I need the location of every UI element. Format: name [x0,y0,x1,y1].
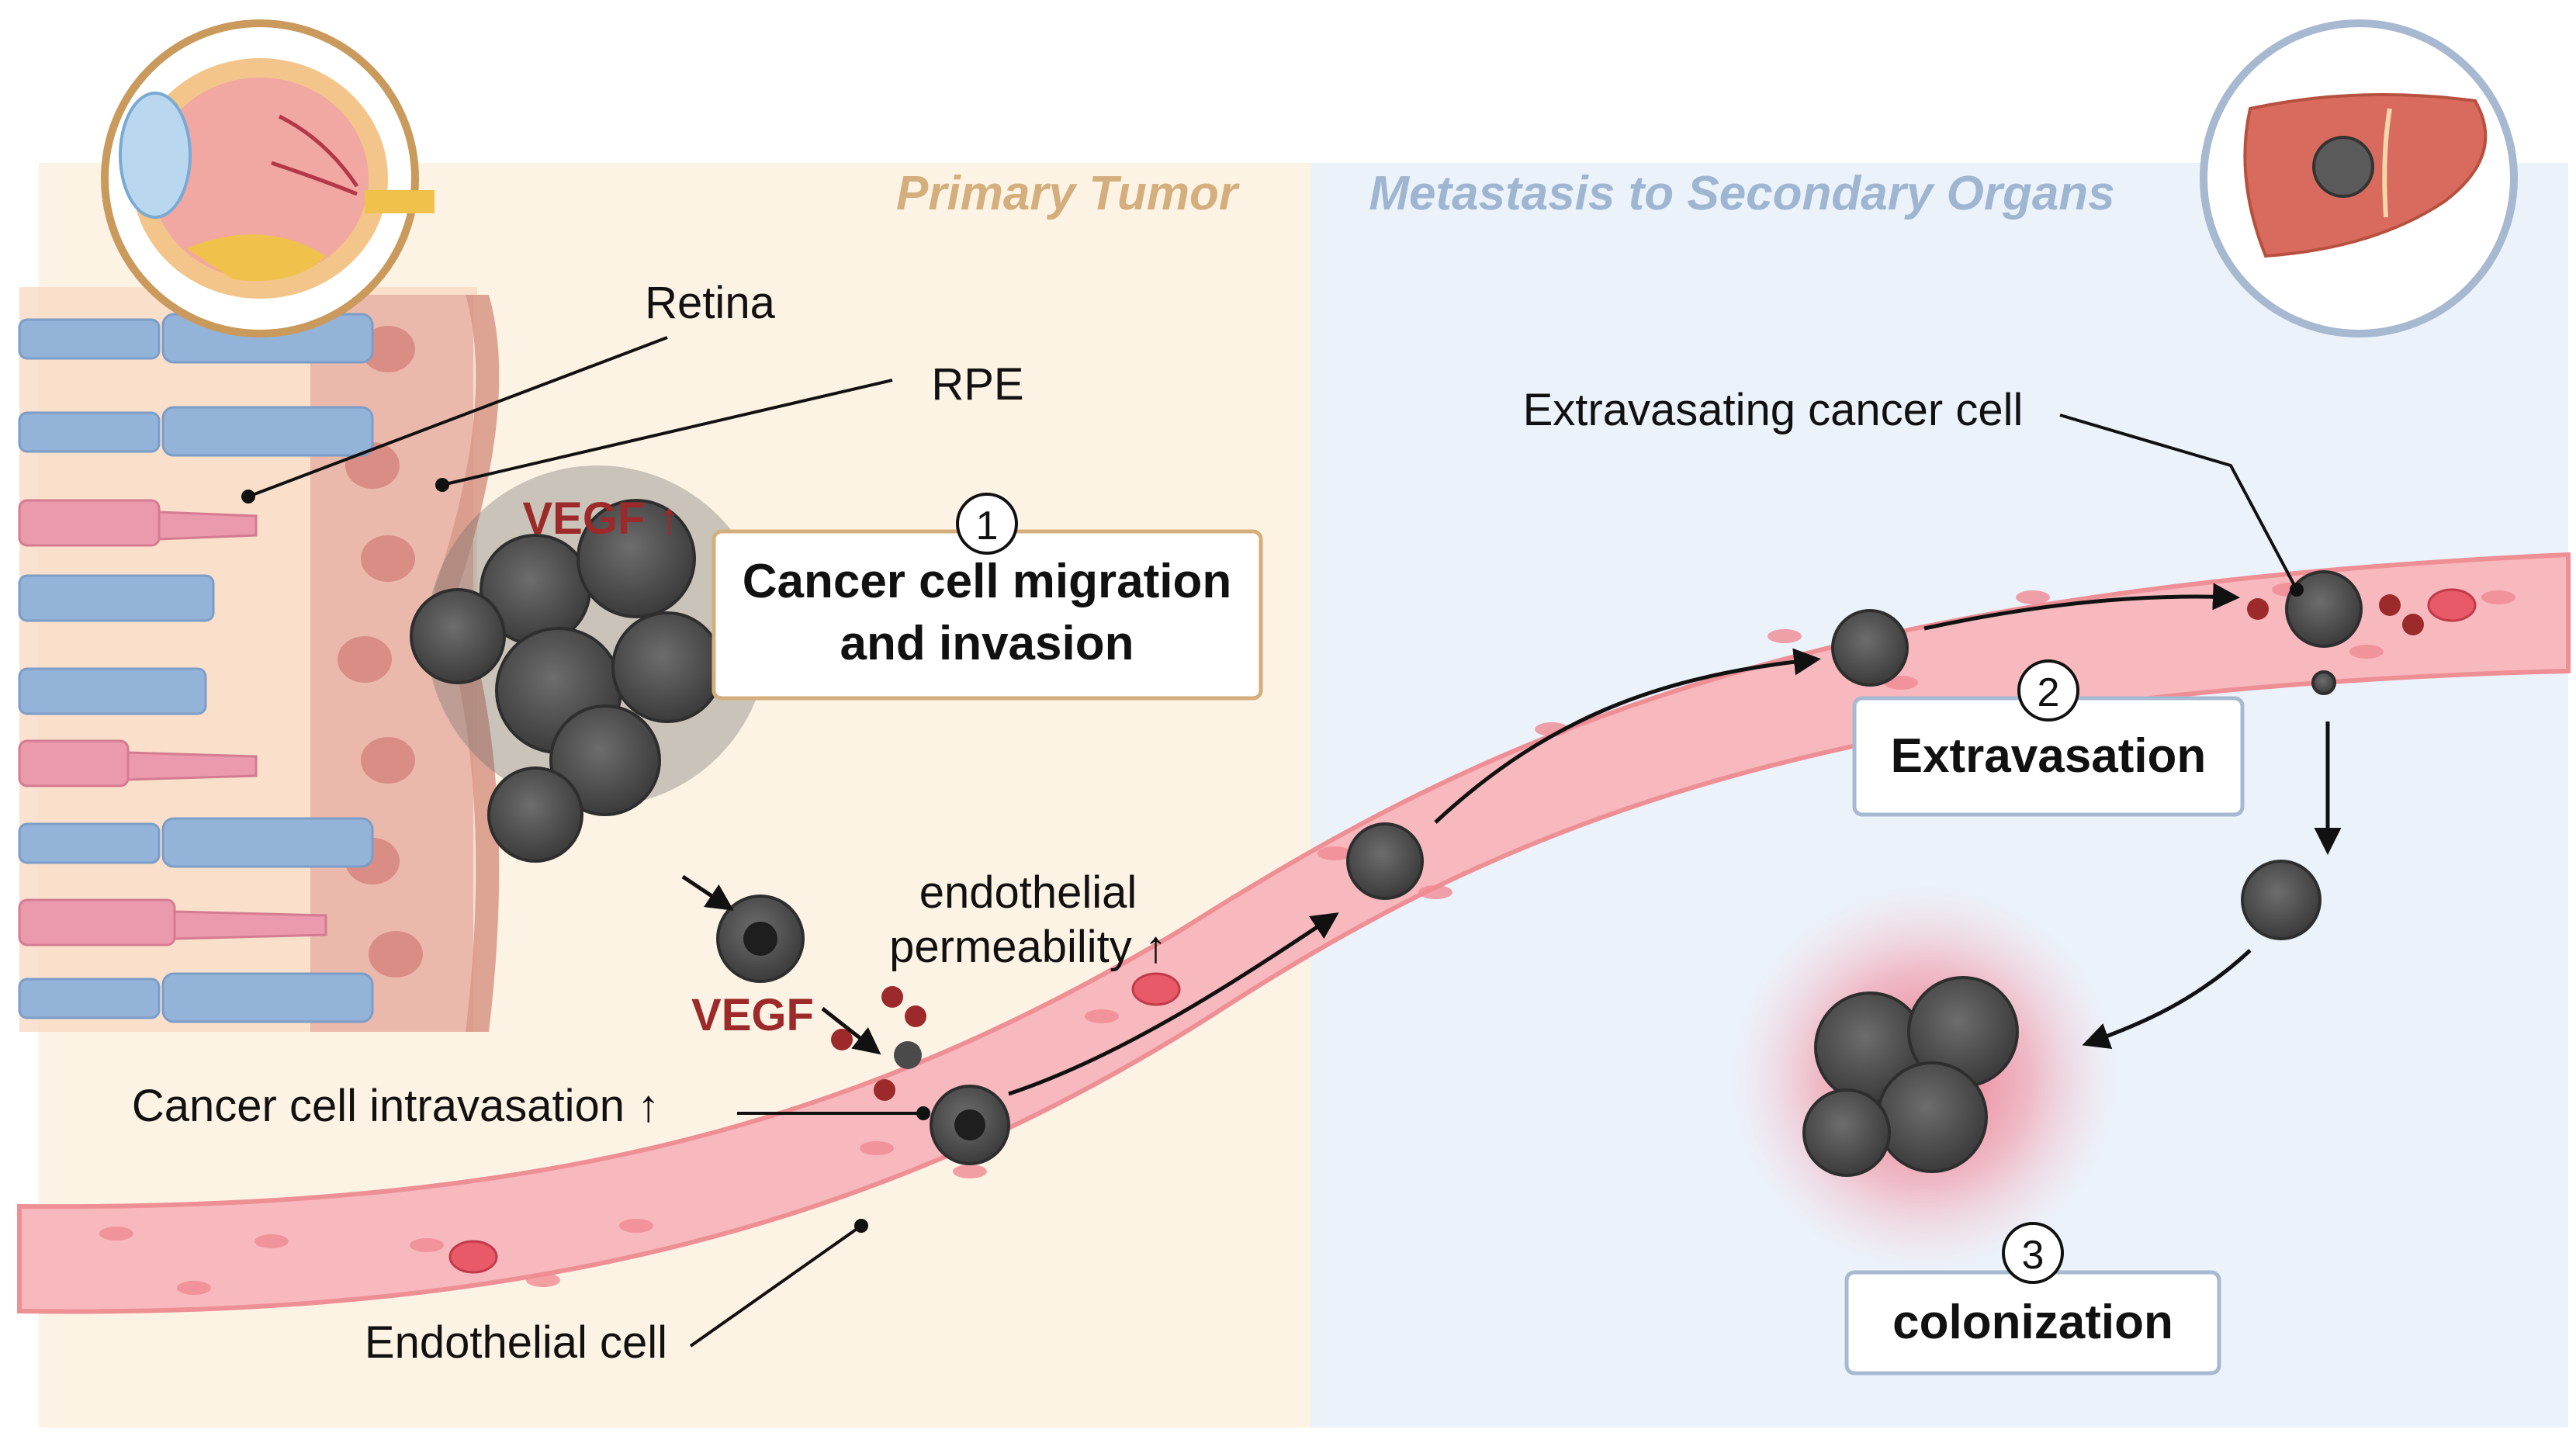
vegf-molecules [831,594,2424,1101]
step-2-number: 2 [2038,670,2060,715]
intravasating-cancer-cell [894,1041,1010,1165]
step-3-number: 3 [2022,1233,2045,1278]
step-1-callout: 1 Cancer cell migration and invasion [712,493,1263,701]
step-2-callout: 2 Extravasation [1852,659,2245,817]
leader-lines [248,336,2298,1348]
circulating-cancer-cells [1346,570,2363,940]
vegf-up-label: VEGF ↑ [522,493,680,544]
secondary-panel-title: Metastasis to Secondary Organs [1369,167,2114,220]
primary-tumor-mass [410,465,768,863]
photoreceptor-cones [18,499,327,946]
leader-dots [241,478,2304,1233]
step-1-title-line1: Cancer cell migration [743,555,1232,608]
liver-icon [2200,19,2518,337]
vegf-label: VEGF [691,990,814,1040]
step-2-title: Extravasation [1891,729,2207,783]
endothelial-cell-label: Endothelial cell [365,1317,667,1368]
rpe-label: RPE [931,359,1023,410]
primary-panel-title: Primary Tumor [896,167,1240,220]
migrating-cancer-cell [716,895,805,983]
retina-label: Retina [645,278,775,328]
step-3-callout: 3 colonization [1844,1222,2221,1376]
red-blood-cells [448,588,2477,1274]
flow-arrows [681,583,2342,1096]
retina-tissue [18,287,500,1032]
photoreceptor-rods [18,313,374,1023]
step-1-title-line2: and invasion [840,617,1134,670]
step-3-title: colonization [1892,1296,2173,1349]
intravasation-label: Cancer cell intravasation ↑ [132,1081,660,1131]
step-1-number: 1 [976,504,999,549]
extravasating-cell-label: Extravasating cancer cell [1523,385,2024,435]
metastatic-colony [1730,884,2118,1272]
endothelial-permeability-line2: permeability ↑ [889,922,1167,972]
endothelial-permeability-line1: endothelial [919,867,1137,918]
eye-icon [101,19,435,337]
